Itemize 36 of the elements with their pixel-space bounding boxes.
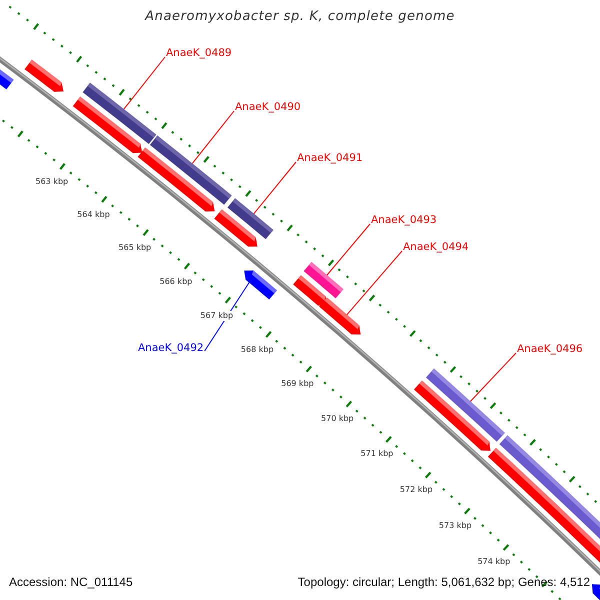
scale-label: 566 kbp (158, 276, 194, 287)
scale-label: 564 kbp (76, 210, 111, 220)
leader-line (326, 224, 370, 276)
scale-label: 570 kbp (320, 414, 355, 424)
gene-label: AnaeK_0490 (235, 101, 301, 114)
scale-label: 569 kbp (280, 379, 315, 390)
gene-label: AnaeK_0489 (166, 47, 232, 60)
scale-label: 563 kbp (34, 177, 70, 188)
leader-line (123, 56, 166, 110)
genome-info-text: Topology: circular; Length: 5,061,632 bp; Genes: 4,512 (298, 575, 590, 589)
leader-line (192, 110, 234, 164)
gene-label: AnaeK_0492 (138, 342, 204, 355)
gene-feature (319, 297, 361, 334)
scale-label: 571 kbp (360, 449, 394, 460)
leader-line (346, 250, 402, 316)
gene-feature (244, 270, 277, 300)
gene-bar (150, 136, 232, 205)
gene-label: AnaeK_0496 (517, 343, 583, 356)
scale-label: 572 kbp (398, 484, 434, 495)
leader-line (470, 352, 516, 402)
scale-label: 573 kbp (438, 520, 473, 531)
scale-label: 567 kbp (199, 310, 234, 321)
gene-label: AnaeK_0494 (403, 241, 469, 254)
scale-label: 565 kbp (118, 243, 152, 254)
scale-label: 568 kbp (240, 344, 275, 355)
gene-bar (426, 368, 505, 442)
gene-bar (82, 82, 156, 144)
gene-bar (304, 262, 344, 298)
gene-bar (227, 198, 274, 240)
scale-label: 574 kbp (476, 557, 512, 568)
leader-line (253, 162, 296, 214)
gene-label: AnaeK_0493 (371, 214, 437, 227)
accession-text: Accession: NC_011145 (9, 575, 133, 589)
leader-line (204, 282, 250, 352)
gene-label: AnaeK_0491 (297, 152, 363, 165)
diagram-title: Anaeromyxobacter sp. K, complete genome (144, 9, 456, 25)
